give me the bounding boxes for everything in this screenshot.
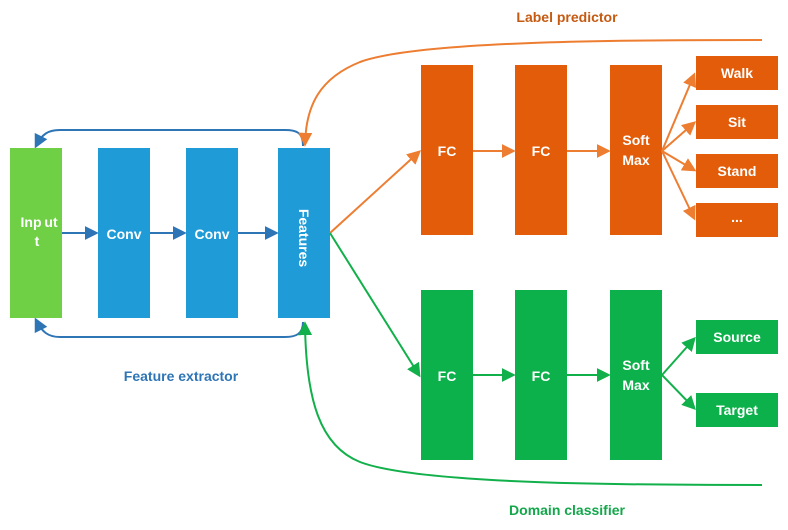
conv-block-2-label: Conv — [195, 226, 230, 242]
backprop-arrow-bottom — [34, 317, 304, 338]
features-block-label: Features — [296, 209, 312, 268]
output-target-box — [696, 393, 778, 427]
output-stand-box — [696, 154, 778, 188]
domain-fc-block-1-label: FC — [438, 368, 457, 384]
backprop-arrow-top — [34, 129, 304, 149]
label-fc-block-1 — [421, 65, 473, 235]
label-fc-block-2 — [515, 65, 567, 235]
output-source-label: Source — [713, 329, 761, 345]
label-softmax-line1: Soft — [622, 132, 650, 148]
feature-extractor-caption: Feature extractor — [124, 368, 239, 384]
arrow-features-domain-fc1 — [329, 232, 421, 378]
output-walk-label: Walk — [721, 65, 753, 81]
label-predictor-caption: Label predictor — [516, 9, 618, 25]
arrow-softmax-source — [661, 336, 696, 376]
domain-fc-block-1 — [421, 290, 473, 460]
input-label-line2: ut — [44, 214, 58, 230]
output-walk-box — [696, 56, 778, 90]
input-label-line3: t — [35, 233, 40, 249]
features-block — [278, 148, 330, 318]
arrow-softmax-sit — [661, 121, 697, 152]
domain-classifier-caption: Domain classifier — [509, 502, 625, 518]
domain-classifier-feedback-arrow — [298, 321, 763, 486]
output-target-label: Target — [716, 402, 758, 418]
input-block — [10, 148, 62, 318]
conv-block-2 — [186, 148, 238, 318]
label-fc-block-1-label: FC — [438, 143, 457, 159]
input-label-line1: Inp — [21, 214, 42, 230]
arrow-softmax-stand — [661, 150, 697, 172]
conv-block-1 — [98, 148, 150, 318]
arrow-softmax-more — [661, 150, 696, 221]
output-stand-label: Stand — [718, 163, 757, 179]
output-more-box — [696, 203, 778, 237]
domain-softmax-line2: Max — [622, 377, 649, 393]
arrow-softmax-walk — [661, 72, 697, 152]
conv-block-1-label: Conv — [107, 226, 142, 242]
output-source-box — [696, 320, 778, 354]
output-sit-label: Sit — [728, 114, 746, 130]
label-softmax-block — [610, 65, 662, 235]
domain-fc-block-2 — [515, 290, 567, 460]
output-more-label: ... — [731, 209, 743, 225]
domain-fc-block-2-label: FC — [532, 368, 551, 384]
arrow-features-label-fc1 — [329, 150, 422, 234]
label-fc-block-2-label: FC — [532, 143, 551, 159]
domain-softmax-line1: Soft — [622, 357, 650, 373]
domain-softmax-block — [610, 290, 662, 460]
label-predictor-feedback-arrow — [298, 39, 763, 147]
output-sit-box — [696, 105, 778, 139]
label-softmax-line2: Max — [622, 152, 649, 168]
arrow-softmax-target — [661, 374, 696, 411]
